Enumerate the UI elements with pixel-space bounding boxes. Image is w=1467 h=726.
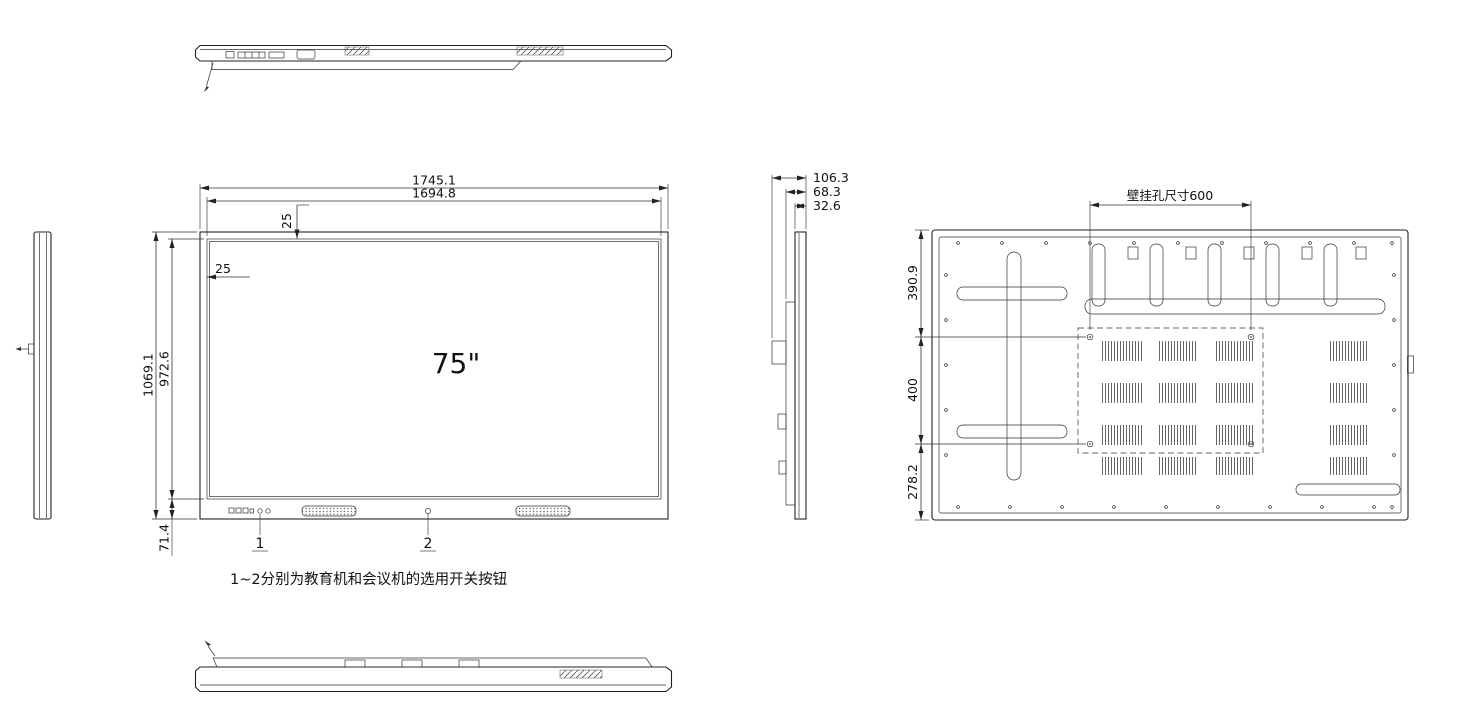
vesa-hole [1086,440,1094,448]
top-vent-left [344,46,370,56]
dim-bezel-top: 25 [279,213,294,229]
rear-connector [1407,355,1414,374]
dim-screen-width: 1694.8 [412,186,456,201]
bottom-view [194,640,673,693]
dim-depth-mid: 68.3 [813,184,841,199]
callout-2: 2 [424,536,433,552]
front-view: 75" 1745.1 1694.8 [141,173,669,556]
rear-view: 壁挂孔尺寸600 390.9 400 278.2 [905,188,1414,521]
rear-screws [944,241,1396,509]
side-dimensions: 106.3 68.3 32.6 [771,170,849,338]
left-side-view [15,231,52,520]
dim-screen-height: 972.6 [157,351,172,387]
dim-bottom-height: 71.4 [157,524,172,552]
indicator-cluster [228,507,254,514]
rear-dimensions: 壁挂孔尺寸600 390.9 400 278.2 [905,188,1252,521]
top-vent-right [516,46,564,56]
dim-bezel-left: 25 [215,261,231,276]
switch-button-1 [257,508,263,514]
stylus-pen-icon [15,343,35,355]
vesa-hole [1247,333,1255,341]
screen-size-label: 75" [432,347,481,380]
dim-depth-total: 106.3 [813,170,849,185]
note-text: 1~2分别为教育机和会议机的选用开关按钮 [230,571,507,588]
bottom-vent [559,669,603,679]
rear-cable-channels-left [956,251,1068,481]
dim-hole-to-bottom: 278.2 [905,464,920,500]
dim-outer-width: 1745.1 [412,173,456,188]
top-view [194,44,673,92]
stylus-pen-icon [204,640,216,657]
side-view: 106.3 68.3 32.6 [771,170,849,520]
dim-outer-height: 1069.1 [141,353,156,397]
rear-vents [1102,341,1368,475]
speaker-grille-left [301,505,357,517]
rear-bottom-slot [1295,483,1401,496]
switch-button-1b [265,508,271,514]
screen-area [209,241,659,497]
dim-depth-panel: 32.6 [813,198,841,213]
rear-mount-rails [1084,243,1386,315]
vesa-hole [1086,333,1094,341]
switch-button-2 [425,508,431,514]
stylus-pen-icon [204,62,214,92]
front-bottom-bar [228,505,571,517]
front-dimensions: 1745.1 1694.8 25 25 1069.1 972.6 [141,173,669,556]
dim-top-to-hole: 390.9 [905,265,920,301]
top-port-cluster [225,49,316,60]
dim-hole-spacing: 400 [905,378,920,402]
dim-wall-mount: 壁挂孔尺寸600 [1127,188,1213,203]
callout-1: 1 [256,536,265,552]
speaker-grille-right [515,505,571,517]
